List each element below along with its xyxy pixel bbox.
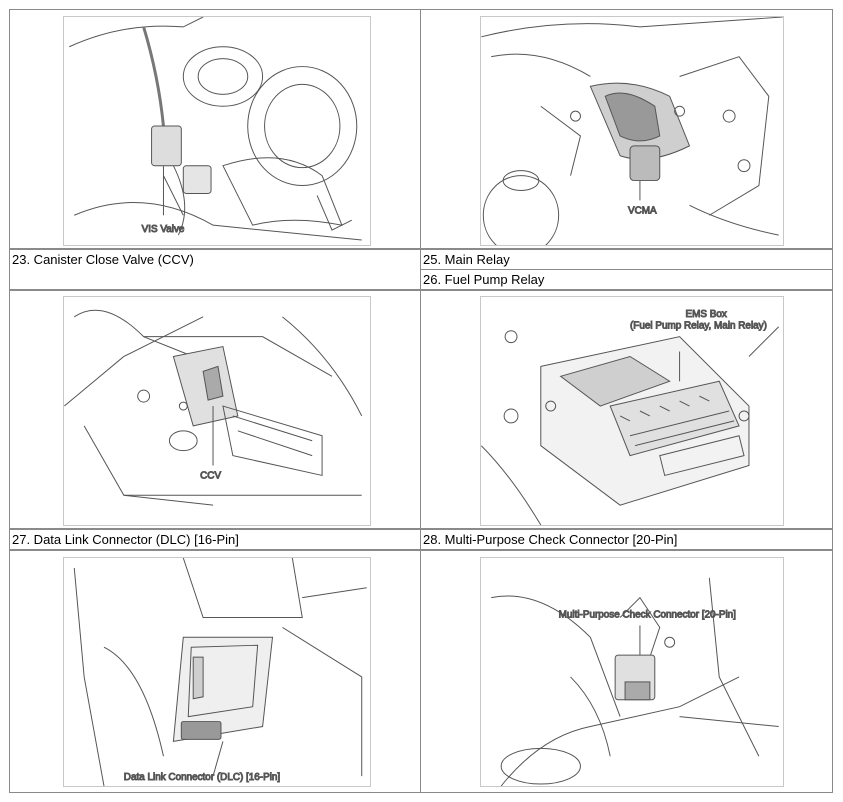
fuel-pump-relay-caption: 26. Fuel Pump Relay <box>423 272 545 287</box>
dlc-illustration: Data Link Connector (DLC) [16-Pin] <box>63 557 371 787</box>
row-divider <box>10 528 832 530</box>
row-divider <box>10 549 832 551</box>
column-divider <box>420 10 421 792</box>
vcma-illustration: VCMA <box>480 16 784 246</box>
check-connector-illustration: Multi-Purpose Check Connector [20-Pin] <box>480 557 784 787</box>
ccv-label: CCV <box>200 470 221 481</box>
row-divider <box>10 289 832 291</box>
vis-valve-label: VIS Valve <box>142 224 185 235</box>
check-connector-label: Multi-Purpose Check Connector [20-Pin] <box>559 609 737 620</box>
main-relay-caption: 25. Main Relay <box>423 252 510 267</box>
ccv-illustration: CCV <box>63 296 371 526</box>
dlc-caption: 27. Data Link Connector (DLC) [16-Pin] <box>12 532 239 547</box>
ems-box-illustration: EMS Box (Fuel Pump Relay, Main Relay) <box>480 296 784 526</box>
ems-box-label: EMS Box <box>686 309 727 320</box>
vis-valve-illustration: VIS Valve <box>63 16 371 246</box>
caption-divider <box>421 269 832 270</box>
check-connector-caption: 28. Multi-Purpose Check Connector [20-Pi… <box>423 532 678 547</box>
vcma-label: VCMA <box>628 205 657 216</box>
ems-box-sublabel: (Fuel Pump Relay, Main Relay) <box>630 321 767 332</box>
ccv-caption: 23. Canister Close Valve (CCV) <box>12 252 194 267</box>
row-divider <box>10 248 832 250</box>
component-table: VIS Valve VCMA 23. Canister Close Valve … <box>9 9 833 793</box>
dlc-label: Data Link Connector (DLC) [16-Pin] <box>124 772 281 783</box>
